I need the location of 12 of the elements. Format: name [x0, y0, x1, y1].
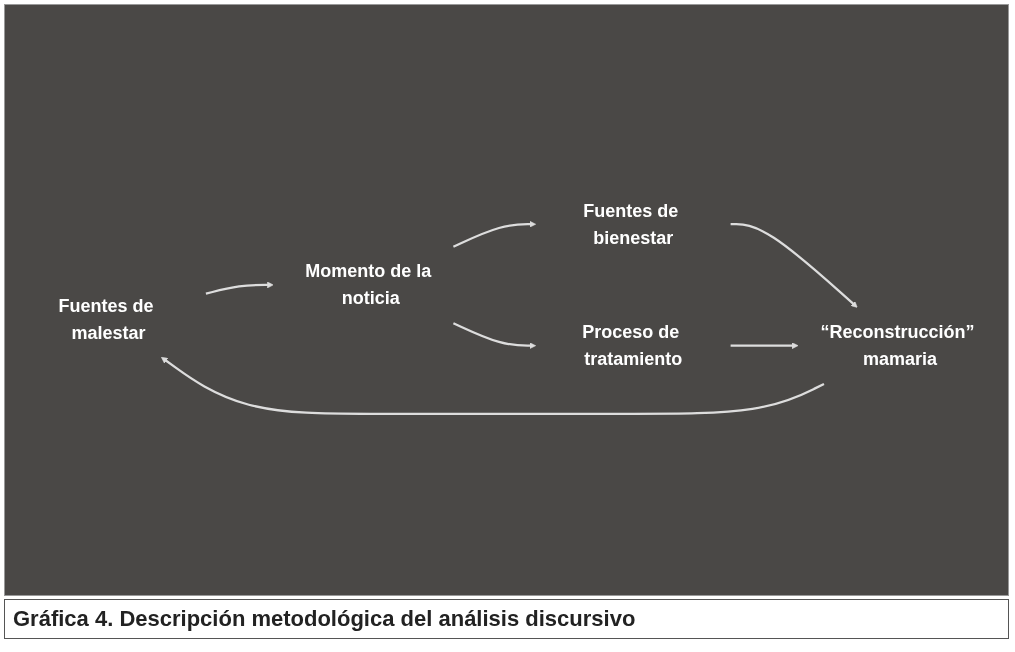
node-text: Momento de la noticia [305, 261, 432, 309]
node-text: Fuentes de malestar [58, 295, 154, 343]
node-text: Fuentes de bienestar [583, 200, 679, 248]
node-text: Proceso de tratamiento [582, 321, 683, 369]
arrow [730, 223, 858, 308]
arrow [161, 357, 825, 416]
arrow [205, 281, 274, 295]
node-text: “Reconstrucción” mamaria [820, 321, 975, 369]
arrow [452, 221, 536, 248]
caption: Gráfica 4. Descripción metodológica del análisis discursivo [4, 599, 1009, 639]
arrow [730, 342, 799, 349]
arrow [452, 322, 536, 349]
